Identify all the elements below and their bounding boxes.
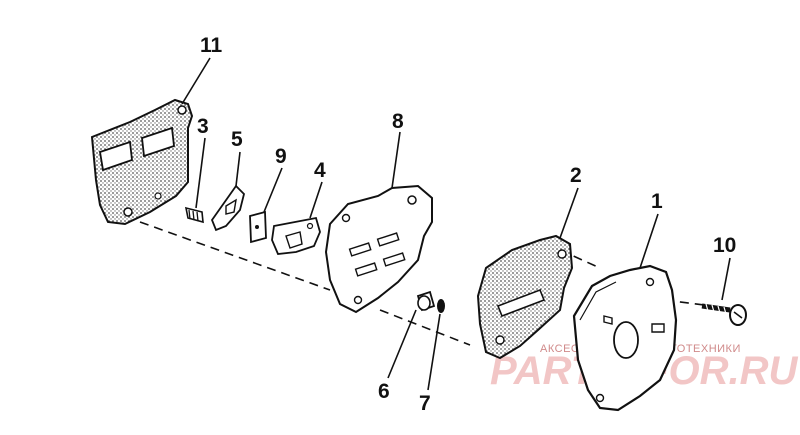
callout-3: 3	[197, 115, 209, 138]
part-6-bushing	[416, 290, 436, 312]
callout-8: 8	[392, 110, 404, 133]
callout-11: 11	[200, 34, 223, 57]
part-10-screw	[701, 303, 747, 326]
part-7-o-ring	[437, 299, 445, 313]
part-8-reed-plate	[324, 184, 433, 314]
callout-9: 9	[275, 145, 287, 168]
callout-7: 7	[419, 392, 431, 415]
part-9-plate	[249, 210, 267, 244]
callout-labels: 11 3 5 9 4 8 6 7 2 1 10	[197, 34, 736, 415]
part-4-reed-valve	[271, 216, 321, 255]
part-1-cover-plate	[572, 264, 678, 412]
part-11-gasket	[90, 98, 194, 226]
part-2-gasket	[476, 234, 574, 360]
callout-2: 2	[570, 164, 582, 187]
part-5-reed-stop	[210, 184, 245, 232]
callout-6: 6	[378, 380, 390, 403]
leader-lines	[181, 57, 731, 391]
callout-1: 1	[651, 190, 663, 213]
callout-10: 10	[713, 234, 736, 257]
callout-5: 5	[231, 128, 243, 151]
part-3-spring	[184, 206, 204, 224]
callout-4: 4	[314, 159, 326, 182]
